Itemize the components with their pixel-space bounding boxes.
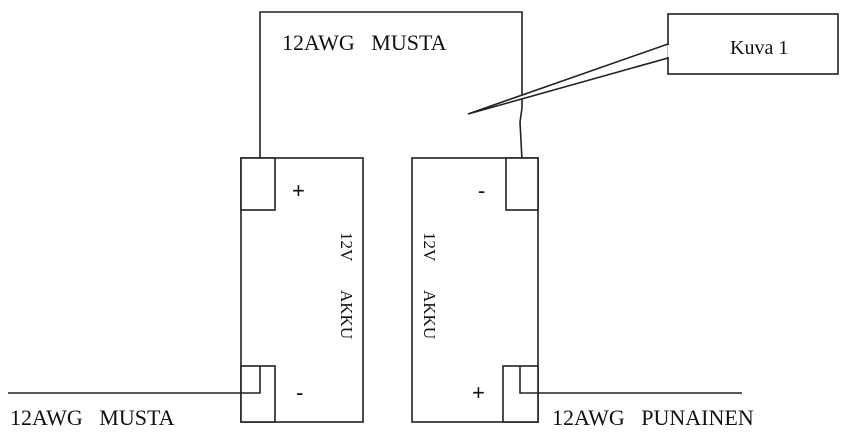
battery-left-voltage: 12V (337, 232, 356, 262)
battery-right-voltage: 12V (420, 232, 439, 262)
battery-right: - + 12V AKKU (411, 157, 539, 423)
callout: Kuva 1 (467, 13, 839, 115)
top-jumper-wire (259, 11, 523, 161)
battery-right-name: AKKU (420, 290, 439, 339)
battery-left-bottom-terminal (240, 365, 276, 423)
battery-left-top-terminal (240, 157, 276, 211)
callout-box (667, 13, 839, 75)
callout-label: Kuva 1 (730, 37, 788, 59)
battery-left-top-sign: + (292, 178, 305, 203)
battery-right-top-sign: - (478, 178, 485, 203)
battery-left: + - 12V AKKU (240, 157, 364, 423)
battery-right-bottom-sign: + (472, 380, 485, 405)
callout-pointer (467, 42, 669, 115)
battery-left-name: AKKU (337, 290, 356, 339)
positive-output-wire (519, 366, 742, 394)
battery-left-bottom-sign: - (296, 380, 303, 405)
positive-wire-label: 12AWG PUNAINEN (552, 405, 754, 430)
top-wire-label: 12AWG MUSTA (282, 30, 447, 55)
negative-wire-label: 12AWG MUSTA (10, 405, 175, 430)
battery-right-top-terminal (505, 157, 539, 211)
negative-output-wire (8, 366, 261, 394)
